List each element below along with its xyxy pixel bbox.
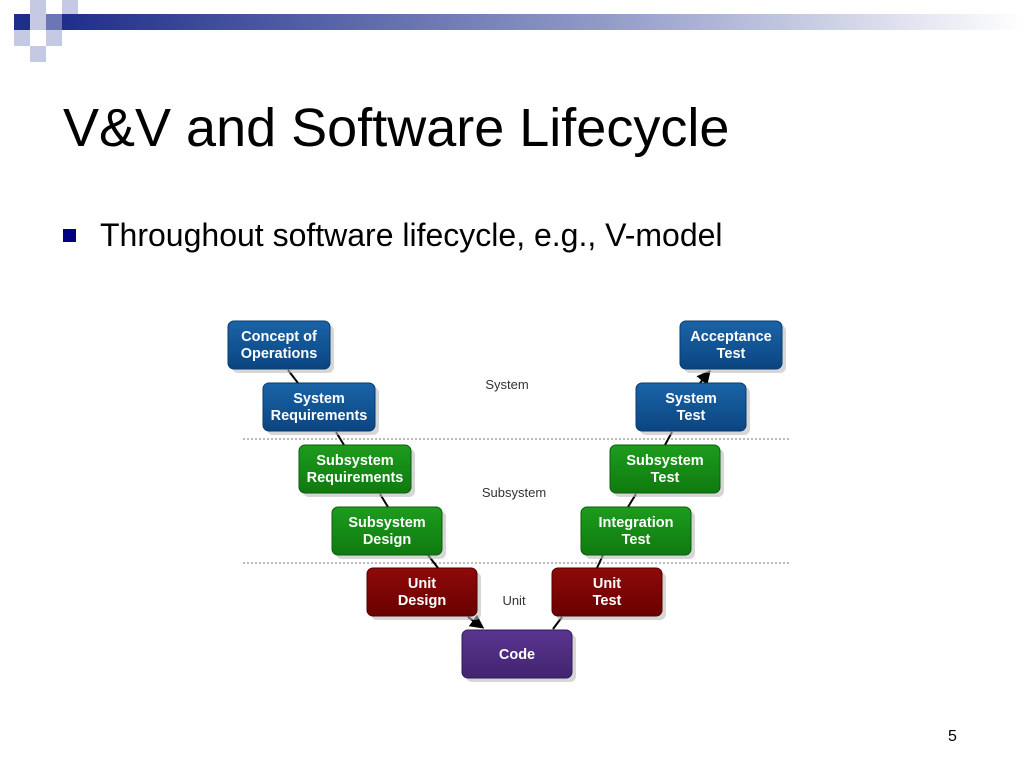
box-label: Operations (241, 346, 318, 362)
header-decoration (14, 0, 1024, 62)
box-concept-of-operations: Concept of Operations (227, 320, 334, 373)
box-label: Requirements (271, 408, 368, 424)
box-label: Test (677, 408, 706, 424)
box-label: Acceptance (690, 329, 771, 345)
box-acceptance-test: Acceptance Test (679, 320, 786, 373)
page-number: 5 (948, 728, 957, 745)
box-label: Code (499, 647, 535, 663)
header-gradient-bar (62, 14, 1024, 30)
level-label-unit: Unit (502, 593, 526, 608)
box-label: System (293, 391, 345, 407)
box-unit-design: Unit Design (366, 567, 481, 620)
box-integration-test: Integration Test (580, 506, 695, 559)
box-code: Code (461, 629, 576, 682)
slide-title: V&V and Software Lifecycle (63, 98, 730, 158)
box-subsystem-requirements: Subsystem Requirements (298, 444, 415, 497)
box-label: Design (363, 532, 411, 548)
header-square (46, 30, 62, 46)
header-square (46, 14, 62, 30)
box-label: Test (717, 346, 746, 362)
level-label-subsystem: Subsystem (482, 485, 546, 500)
bullet-text: Throughout software lifecycle, e.g., V-m… (100, 217, 723, 253)
header-square (14, 14, 30, 30)
box-system-test: System Test (635, 382, 750, 435)
box-label: Test (622, 532, 651, 548)
box-label: Test (593, 593, 622, 609)
box-label: Subsystem (626, 453, 703, 469)
box-subsystem-design: Subsystem Design (331, 506, 446, 559)
header-square (30, 14, 46, 30)
box-label: System (665, 391, 717, 407)
box-label: Requirements (307, 470, 404, 486)
box-system-requirements: System Requirements (262, 382, 379, 435)
level-label-system: System (485, 377, 528, 392)
header-square (62, 0, 78, 14)
header-square (30, 0, 46, 14)
box-label: Unit (593, 576, 621, 592)
header-square (14, 30, 30, 46)
box-label: Test (651, 470, 680, 486)
box-label: Design (398, 593, 446, 609)
box-subsystem-test: Subsystem Test (609, 444, 724, 497)
box-label: Concept of (241, 329, 317, 345)
bullet-square-icon (63, 229, 76, 242)
box-label: Unit (408, 576, 436, 592)
box-label: Subsystem (316, 453, 393, 469)
box-unit-test: Unit Test (551, 567, 666, 620)
connector-systest-acceptance (696, 369, 711, 386)
box-label: Subsystem (348, 515, 425, 531)
bullet-item: Throughout software lifecycle, e.g., V-m… (63, 217, 723, 254)
box-label: Integration (599, 515, 674, 531)
header-square (30, 46, 46, 62)
